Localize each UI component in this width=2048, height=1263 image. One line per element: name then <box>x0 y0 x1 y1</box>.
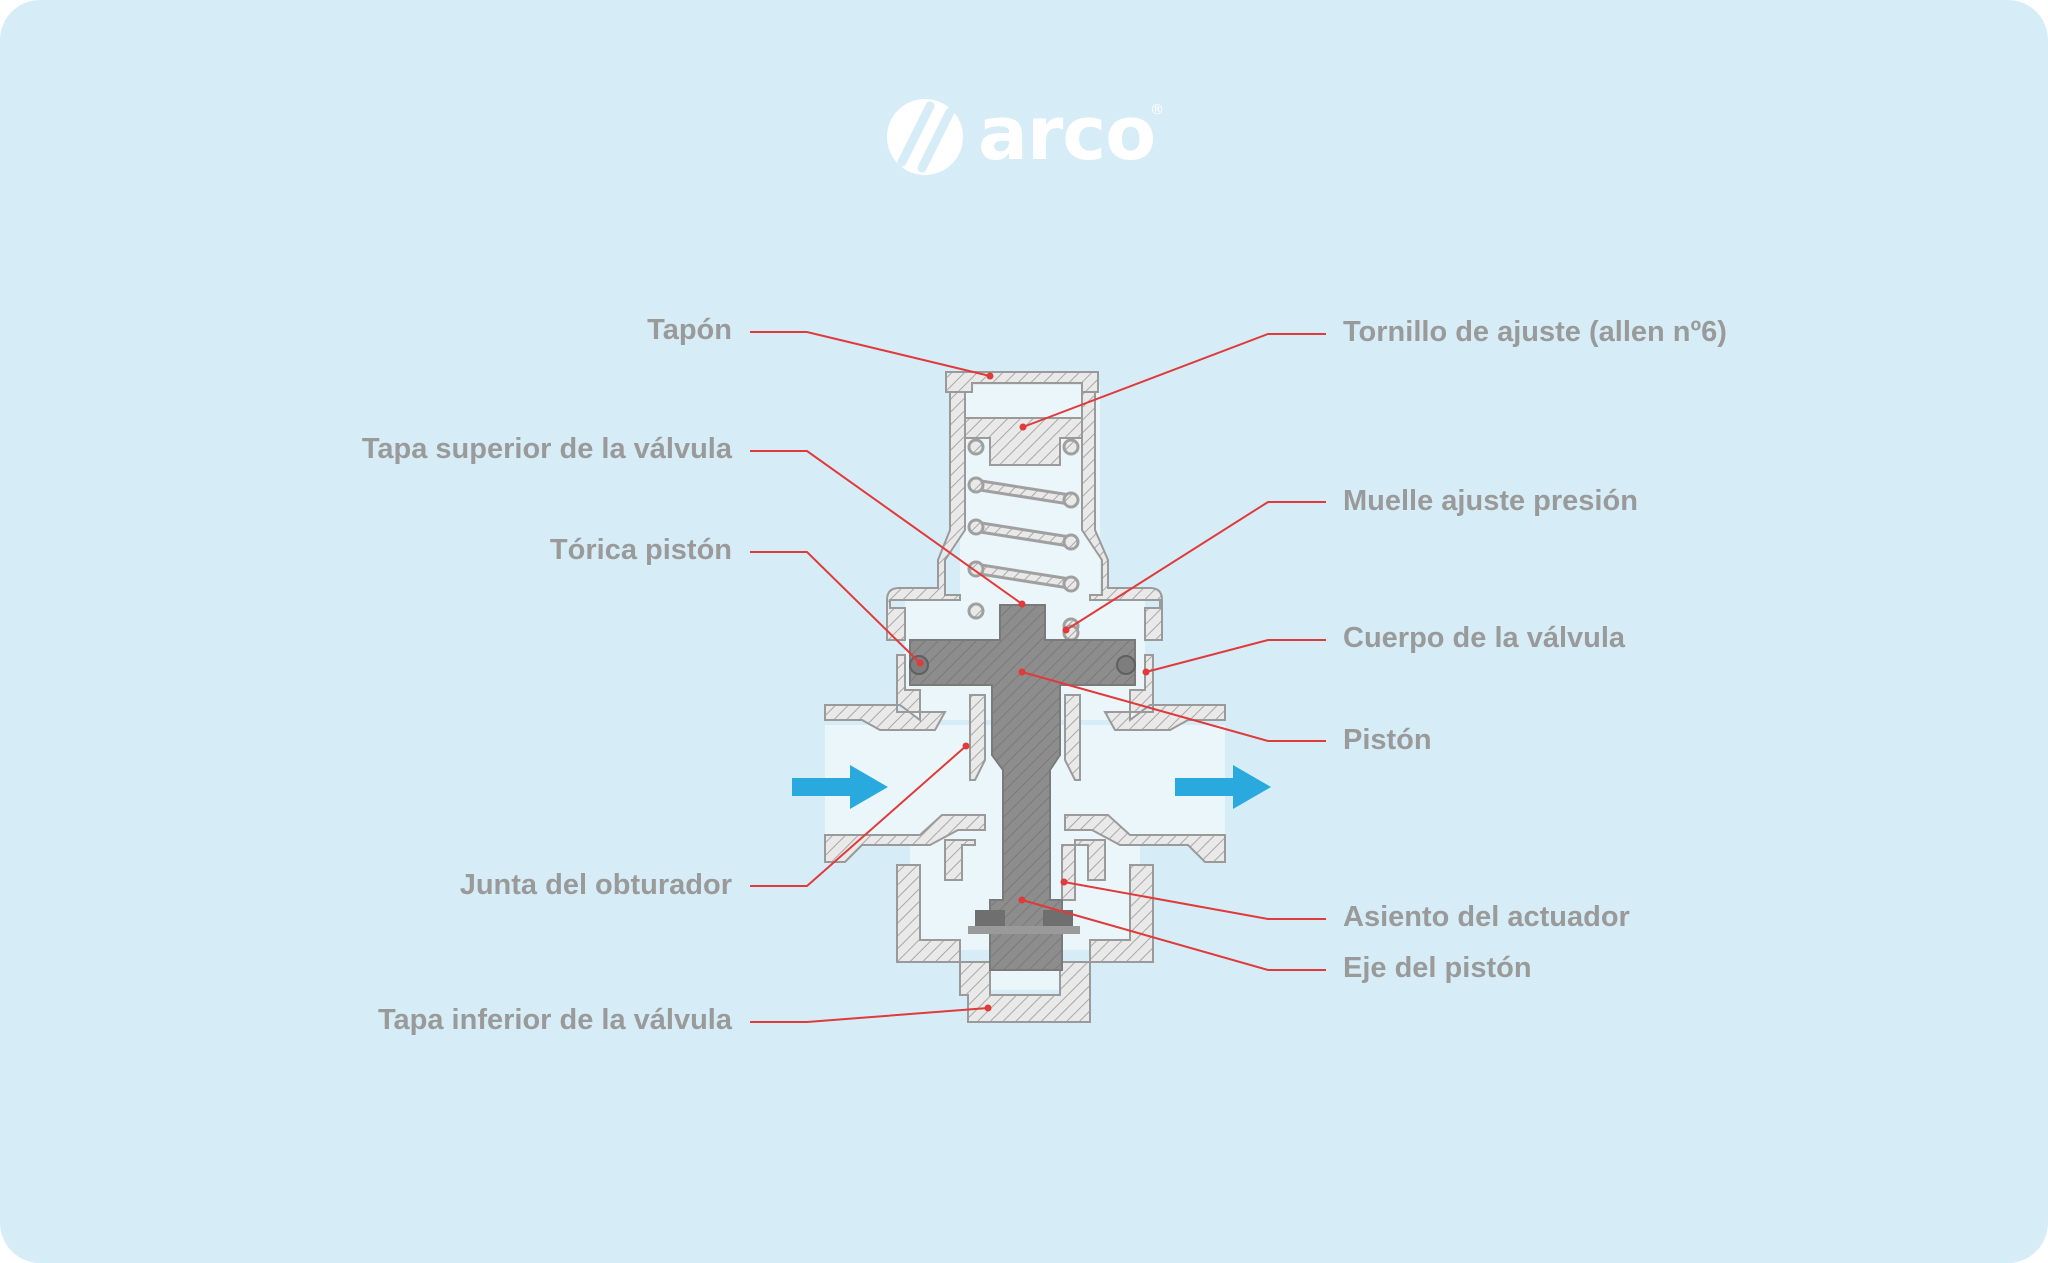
label-eje-piston: Eje del pistón <box>1343 952 1532 984</box>
leader-tapa-superior <box>750 450 1023 605</box>
leader-cuerpo <box>1145 639 1326 673</box>
leader-asiento <box>1063 881 1326 920</box>
label-tapa-superior: Tapa superior de la válvula <box>361 433 732 465</box>
leader-muelle <box>1065 501 1326 631</box>
logo-registered-mark: ® <box>1150 102 1164 118</box>
inlet-arrow-icon <box>792 765 888 809</box>
label-asiento-actuador: Asiento del actuador <box>1343 901 1630 933</box>
leader-eje <box>1021 899 1326 971</box>
leader-tapa-inferior <box>750 1007 989 1023</box>
label-tapa-inferior: Tapa inferior de la válvula <box>377 1004 732 1036</box>
label-torica-piston: Tórica pistón <box>549 534 732 566</box>
leader-tornillo-ajuste <box>1022 333 1326 428</box>
seal-block-left <box>975 910 1005 926</box>
piston <box>909 604 1136 971</box>
leader-junta-obturador <box>750 745 967 887</box>
valve-body <box>824 371 1226 1023</box>
leader-torica-piston <box>750 551 921 664</box>
leader-piston <box>1021 671 1326 742</box>
label-junta-obturador: Junta del obturador <box>459 869 732 901</box>
outlet-arrow-icon <box>1175 765 1271 809</box>
flow-arrows <box>792 765 1271 809</box>
logo-wordmark: arco <box>978 91 1156 177</box>
label-tapon: Tapón <box>647 314 732 346</box>
leader-lines <box>750 331 1326 1023</box>
label-tornillo-ajuste: Tornillo de ajuste (allen nº6) <box>1343 316 1727 348</box>
arco-logo-mark-icon <box>887 99 963 175</box>
seal-block-right <box>1043 910 1073 926</box>
piston-o-ring-right <box>1116 655 1136 675</box>
leader-dots <box>916 372 1150 1012</box>
seal-washer <box>968 926 1080 934</box>
label-piston: Pistón <box>1343 724 1432 756</box>
arco-logo: arco ® <box>880 92 1170 182</box>
leader-tapon <box>750 331 991 377</box>
label-cuerpo-valvula: Cuerpo de la válvula <box>1343 622 1626 654</box>
label-muelle-ajuste: Muelle ajuste presión <box>1343 485 1638 517</box>
